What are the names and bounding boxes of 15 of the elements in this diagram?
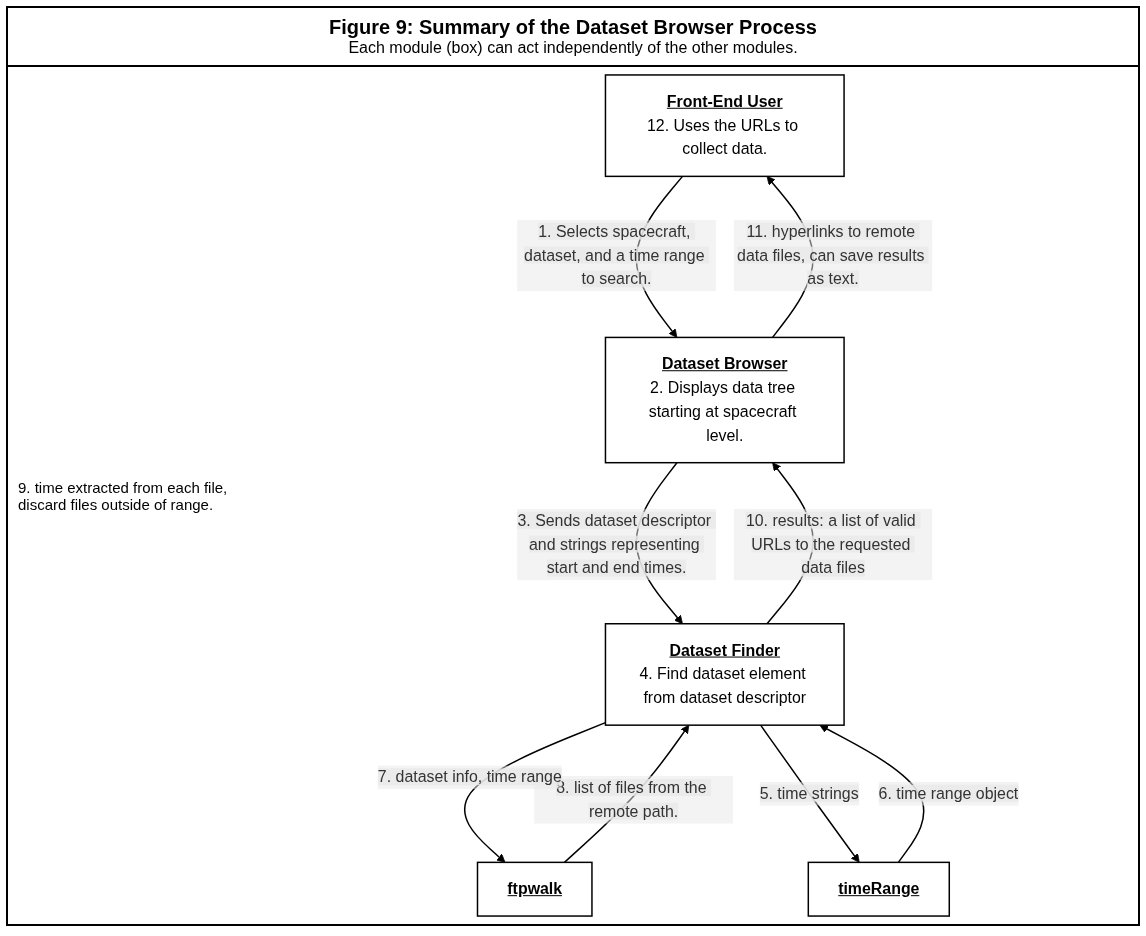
node-box: ftpwalk — [476, 861, 593, 917]
node-box: timeRange — [807, 861, 950, 917]
edge-label: 1. Selects spacecraft, dataset, and a time range to search. — [524, 222, 705, 288]
edge-label: 6. time range object — [878, 784, 1019, 802]
arrow — [819, 724, 925, 864]
node-box: Front-End User 12. Uses the URLs to collect data. — [604, 74, 845, 178]
edge-label: 3. Sends dataset descriptor and strings representing start and end times. — [517, 511, 712, 577]
edge-label: 11. hyperlinks to remote data files, can save results as text. — [736, 222, 925, 288]
caption: Each module (box) can act independently of the other modules. — [347, 39, 799, 57]
title: Figure 9: Summary of the Dataset Browser Process — [328, 16, 818, 39]
node-box: Dataset Browser 2. Displays data tree starting at spacecraft level. — [604, 336, 845, 464]
edge-label: 10. results: a list of valid URLs to the requested data files — [745, 511, 916, 577]
edge-label: 5. time strings — [759, 784, 859, 802]
node-box: Dataset Finder 4. Find dataset element from dataset descriptor — [604, 623, 845, 726]
note-text: 9. time extracted from each file, discard files outside of range. — [18, 478, 229, 513]
